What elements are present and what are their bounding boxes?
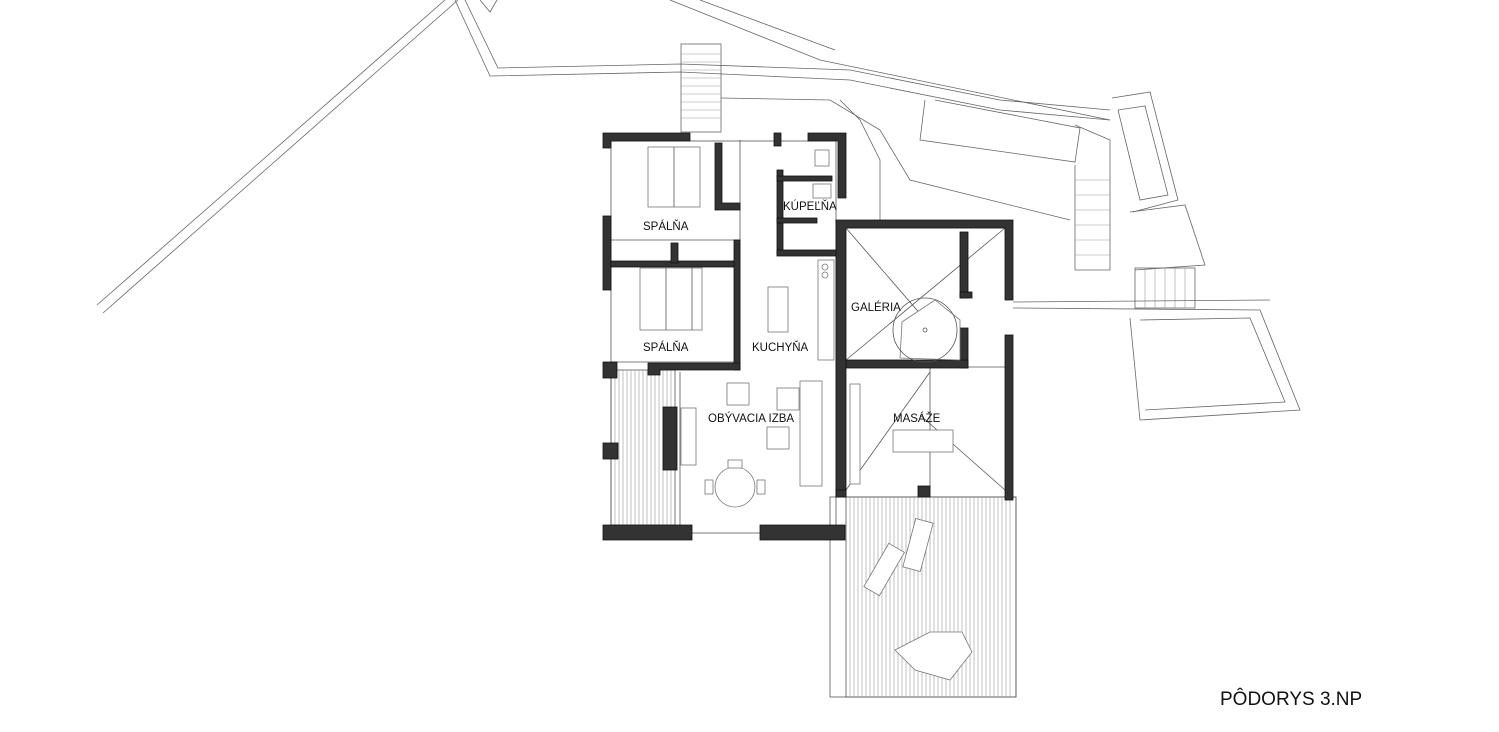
furniture [639, 146, 973, 681]
room-label-gallery: GALÉRIA [851, 301, 901, 314]
massage-table [892, 429, 954, 453]
site-context [96, 0, 1301, 421]
room-label-massage: MASÁŽE [893, 412, 941, 425]
walls [602, 132, 1014, 541]
room-labels: SPÁLŇA SPÁLŇA KÚPEĽŇA KUCHYŇA GALÉRIA OB… [643, 200, 1362, 710]
drawing-title: PÔDORYS 3.NP [1220, 688, 1362, 710]
room-label-kitchen: KUCHYŇA [752, 341, 809, 354]
bed [639, 267, 703, 331]
room-label-bedroom-2: SPÁLŇA [643, 341, 689, 354]
room-label-bathroom: KÚPEĽŇA [783, 200, 837, 213]
room-label-bedroom-1: SPÁLŇA [643, 220, 689, 233]
dining-table [714, 466, 756, 508]
room-label-living-room: OBÝVACIA IZBA [708, 412, 794, 425]
